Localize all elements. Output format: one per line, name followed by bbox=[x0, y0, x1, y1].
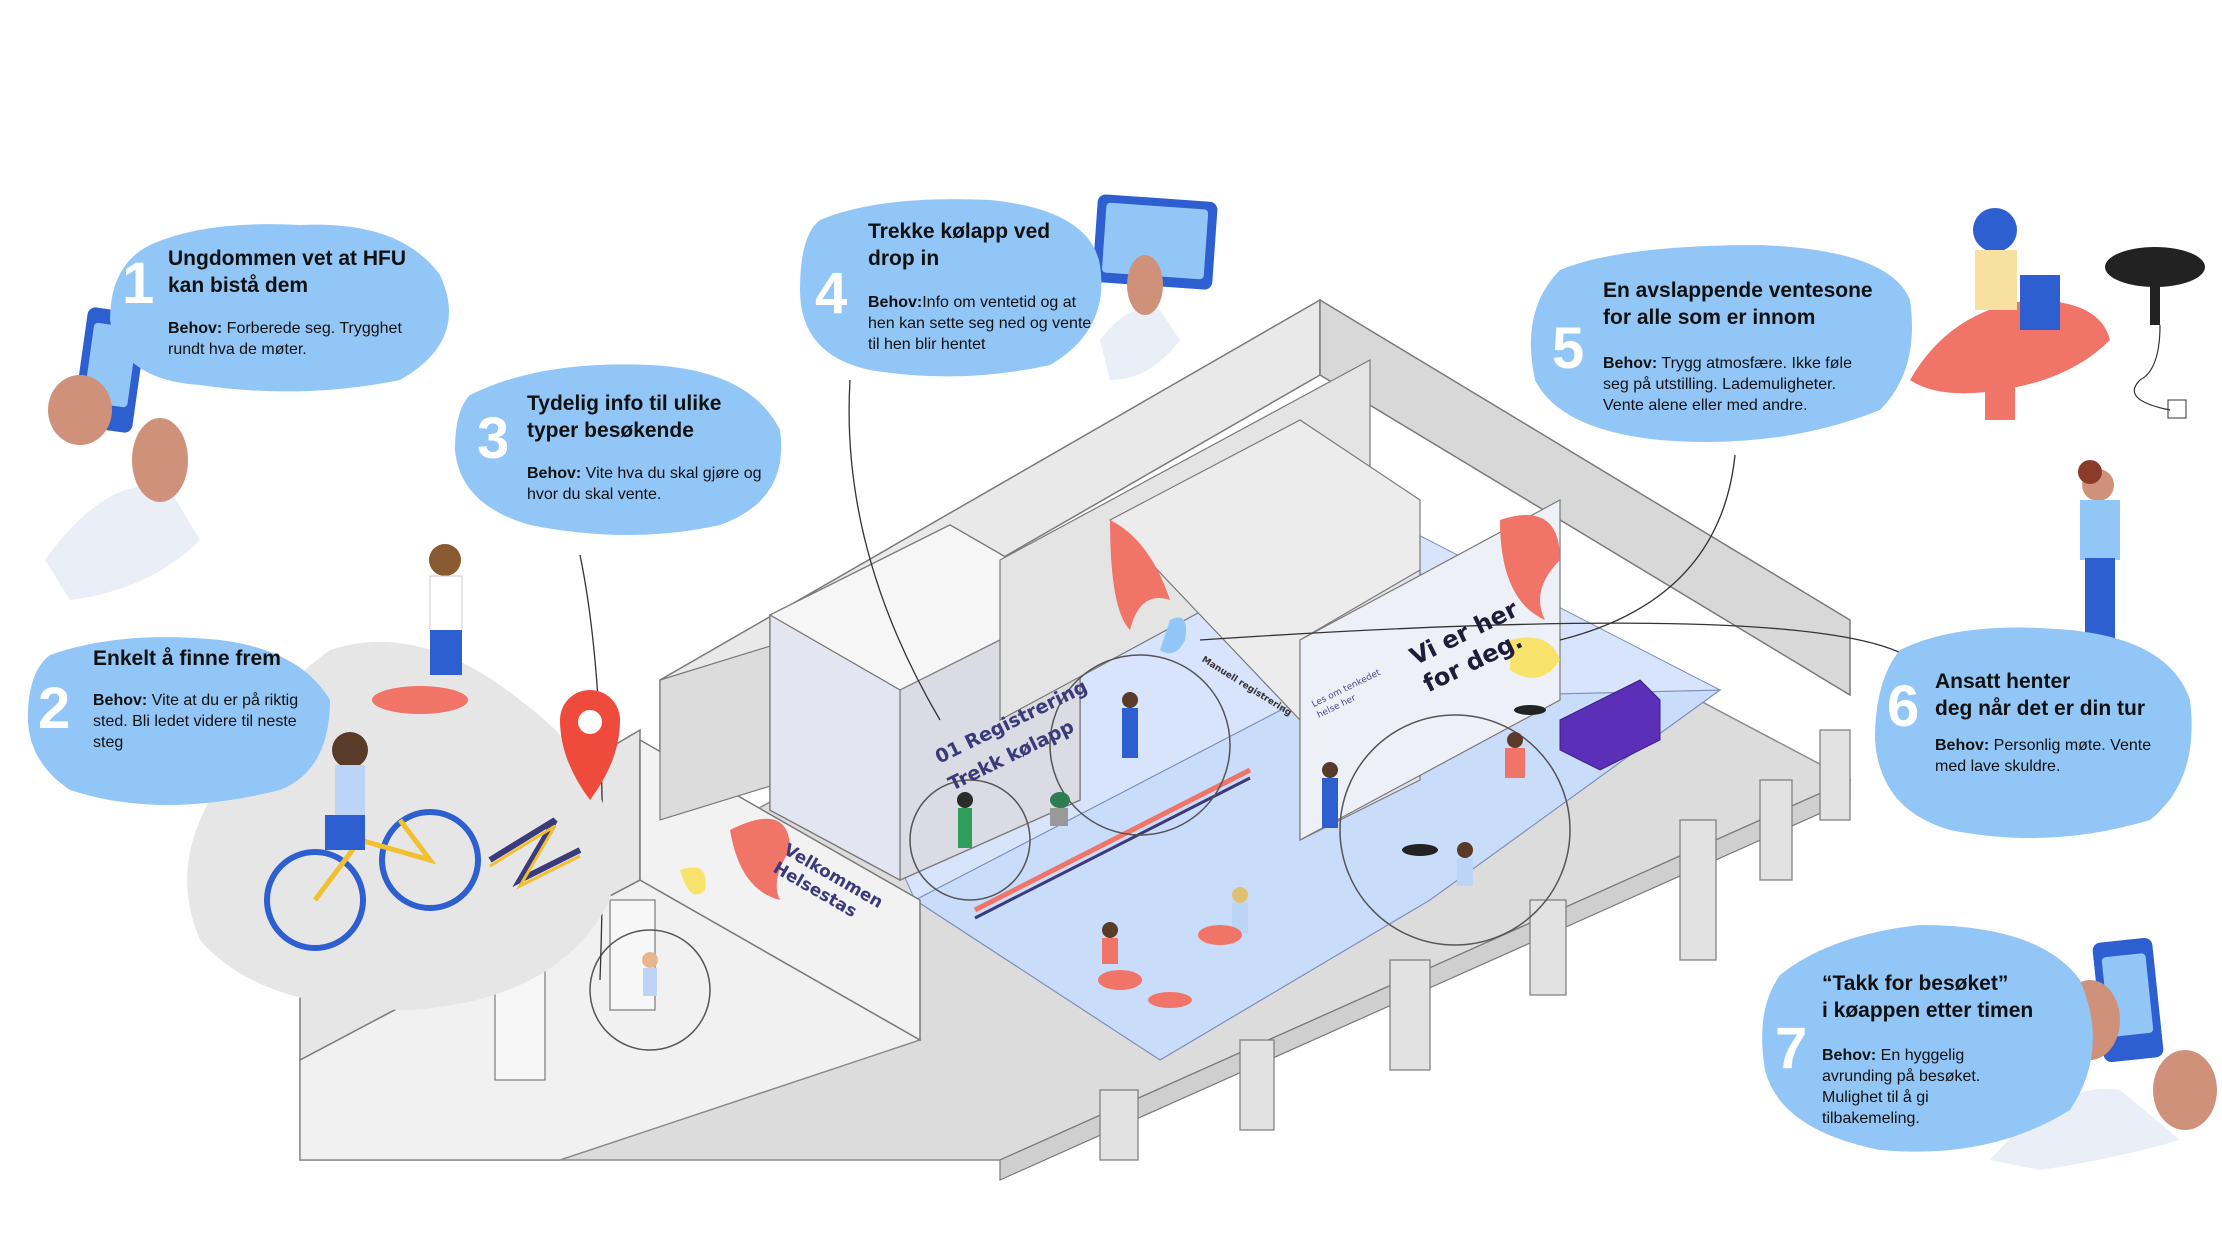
step-5-need-label: Behov: bbox=[1603, 355, 1658, 372]
step-1-title: Ungdommen vet at HFU kan bistå dem bbox=[168, 247, 407, 297]
step-2-need-label: Behov: bbox=[93, 692, 148, 709]
step-6-need-text: Personlig møte. Vente med lave skuldre. bbox=[1935, 737, 2152, 775]
people-in-building bbox=[642, 692, 1546, 1008]
step-4-need-text: Info om ventetid og at hen kan sette seg… bbox=[868, 294, 1092, 353]
zoom-circle-staff bbox=[1049, 654, 1231, 836]
step-5-need-text: Trygg atmosfære. Ikke føle seg på utstil… bbox=[1603, 355, 1852, 414]
step-1-need: Behov: Forberede seg. Trygghet rundt hva… bbox=[168, 318, 418, 360]
step-2-number: 2 bbox=[38, 676, 71, 741]
step-6-need: Behov: Personlig møte. Vente med lave sk… bbox=[1935, 735, 2165, 777]
step-7-title: “Takk for besøket” i køappen etter timen bbox=[1822, 972, 2034, 1022]
step-5-title: En avslappende ventesone for alle som er… bbox=[1603, 279, 1873, 329]
step-1-need-label: Behov: bbox=[168, 320, 223, 337]
step-1-number: 1 bbox=[122, 251, 155, 316]
zoom-circle-entrance bbox=[589, 929, 711, 1051]
step-2-title: Enkelt å finne frem bbox=[93, 647, 281, 670]
step-3-title: Tydelig info til ulike typer besøkende bbox=[527, 392, 722, 442]
step-7-need-label: Behov: bbox=[1822, 1047, 1877, 1064]
tablet-hand-illustration bbox=[1092, 194, 1218, 380]
step-3-need-label: Behov: bbox=[527, 465, 582, 482]
step-1-need-text: Forberede seg. Trygghet rundt hva de møt… bbox=[168, 320, 402, 358]
zoom-circle-lounge bbox=[1339, 714, 1571, 946]
step-7-number: 7 bbox=[1775, 1016, 1808, 1081]
step-5-number: 5 bbox=[1552, 316, 1585, 381]
step-5-need: Behov: Trygg atmosfære. Ikke føle seg på… bbox=[1603, 353, 1878, 416]
step-7-bubble: 7 “Takk for besøket” i køappen etter tim… bbox=[1760, 925, 2100, 1155]
step-1-bubble: 1 Ungdommen vet at HFU kan bistå dem Beh… bbox=[110, 225, 460, 395]
step-3-need-text: Vite hva du skal gjøre og hvor du skal v… bbox=[527, 465, 762, 503]
step-4-need: Behov:Info om ventetid og at hen kan set… bbox=[868, 292, 1093, 355]
step-2-bubble: 2 Enkelt å finne frem Behov: Vite at du … bbox=[28, 640, 328, 790]
step-3-number: 3 bbox=[477, 406, 510, 471]
lounge-illustration bbox=[1910, 208, 2205, 420]
step-7-need: Behov: En hyggelig avrunding på besøket.… bbox=[1822, 1045, 2012, 1129]
step-6-title: Ansatt henter deg når det er din tur bbox=[1935, 670, 2146, 720]
step-7-need-text: En hyggelig avrunding på besøket. Muligh… bbox=[1822, 1047, 1981, 1127]
step-6-need-label: Behov: bbox=[1935, 737, 1990, 754]
step-4-need-label: Behov: bbox=[868, 294, 923, 311]
step-2-need: Behov: Vite at du er på riktig sted. Bli… bbox=[93, 690, 318, 753]
bubble-blobs bbox=[27, 199, 2192, 1152]
zoom-circle-kiosk bbox=[909, 779, 1031, 901]
step-6-number: 6 bbox=[1887, 674, 1920, 739]
step-4-title: Trekke kølapp ved drop in bbox=[868, 220, 1051, 270]
step-3-bubble: 3 Tydelig info til ulike typer besøkende… bbox=[455, 365, 785, 535]
step-2-need-text: Vite at du er på riktig sted. Bli ledet … bbox=[93, 692, 299, 751]
step-3-need: Behov: Vite hva du skal gjøre og hvor du… bbox=[527, 463, 767, 505]
step-6-bubble: 6 Ansatt henter deg når det er din tur B… bbox=[1875, 630, 2195, 830]
step-5-bubble: 5 En avslappende ventesone for alle som … bbox=[1535, 245, 1920, 445]
step-4-number: 4 bbox=[815, 261, 848, 326]
step-4-bubble: 4 Trekke kølapp ved drop in Behov:Info o… bbox=[800, 200, 1110, 380]
